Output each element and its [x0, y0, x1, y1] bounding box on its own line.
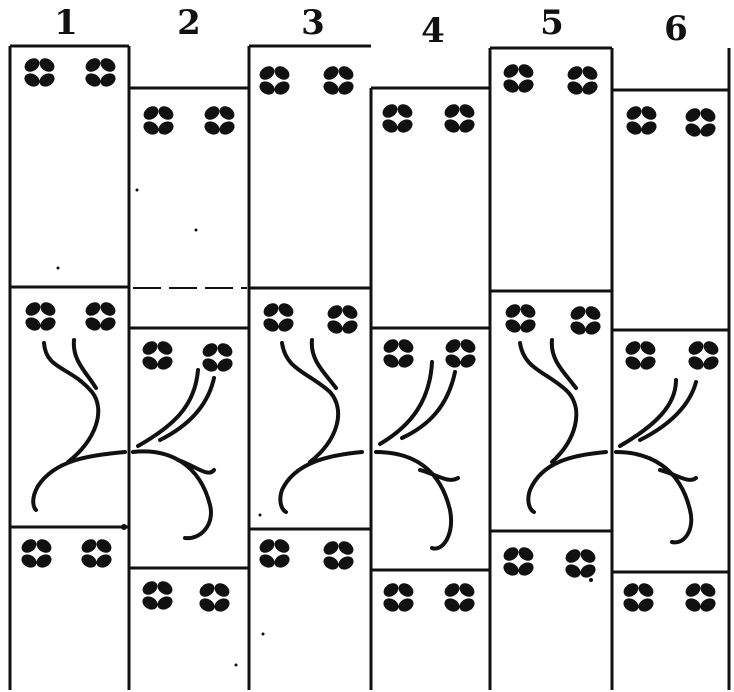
ink-specks — [57, 189, 594, 667]
column-number-1: 1 — [54, 3, 78, 43]
strip-lines — [10, 46, 729, 690]
curved-stem-scroll — [33, 340, 696, 549]
column-number-3: 3 — [301, 3, 325, 43]
column-number-2: 2 — [177, 3, 201, 43]
column-number-6: 6 — [664, 9, 688, 49]
column-number-5: 5 — [540, 3, 564, 43]
column-number-4: 4 — [421, 11, 445, 51]
